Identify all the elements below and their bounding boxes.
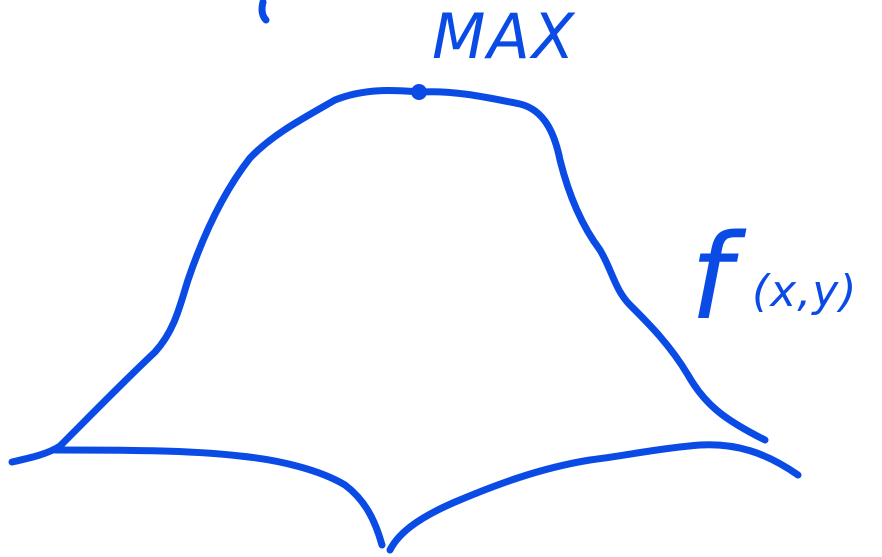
surface-peak-curve <box>8 86 769 466</box>
function-arguments-label: (x,y) <box>752 266 858 317</box>
edge-stroke-fragment <box>258 0 270 24</box>
max-label: MAX <box>432 0 577 73</box>
max-point-marker <box>411 84 427 100</box>
function-label: f <box>690 208 732 346</box>
surface-base-right-curve <box>386 441 802 554</box>
ink-strokes <box>8 0 802 554</box>
surface-base-left-curve <box>51 446 386 549</box>
